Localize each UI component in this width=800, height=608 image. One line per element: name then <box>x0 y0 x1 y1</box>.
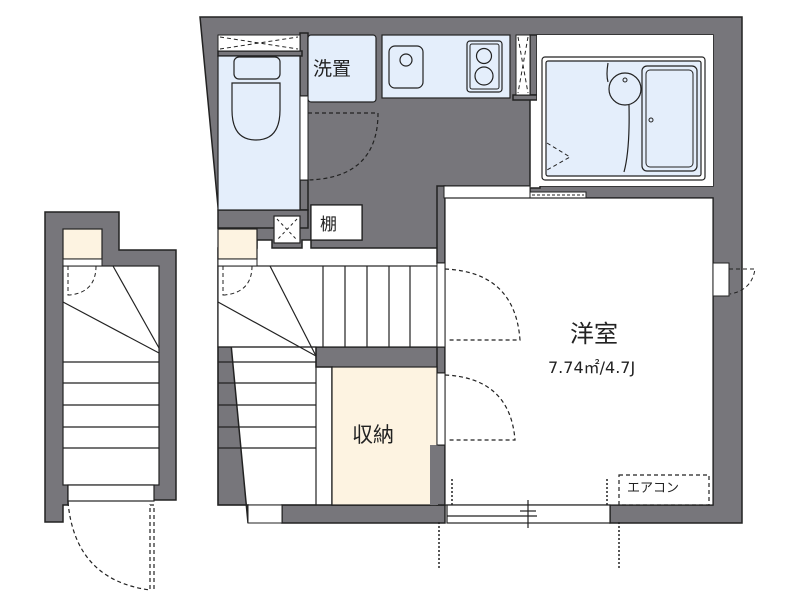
left-entry-threshold <box>67 484 155 502</box>
storage-door-swing <box>444 374 516 441</box>
vent-top-left <box>217 34 301 52</box>
vent-cross-icon <box>276 218 298 241</box>
room-name-washroom: 洗置 <box>313 58 352 80</box>
sink-icon <box>388 45 424 89</box>
burner-icon <box>475 47 493 65</box>
air-conditioner-box <box>618 474 710 506</box>
left-stair-door-swing <box>67 265 97 296</box>
left-stairs <box>62 265 160 486</box>
room-door-swing-1 <box>444 268 521 341</box>
wall-column-3 <box>436 444 446 506</box>
toilet-tank <box>233 56 281 80</box>
side-window <box>712 262 730 297</box>
storage-floor <box>331 366 438 506</box>
toilet-wash-wall-2 <box>299 179 309 211</box>
toilet-door-swing <box>307 112 379 181</box>
entry-door-swing <box>67 501 155 591</box>
wall-column-2 <box>436 346 446 374</box>
stair-window <box>247 504 283 524</box>
washer-space <box>307 34 377 103</box>
hall-threshold <box>443 185 531 199</box>
western-room-floor <box>444 197 714 506</box>
left-stair-landing <box>62 228 103 260</box>
bath-door-swing <box>546 142 571 171</box>
vent-cross-icon <box>517 36 529 94</box>
air-conditioner-label: エアコン <box>627 481 680 496</box>
room-name-western: 洋室 <box>570 320 618 348</box>
side-window-swing <box>729 268 756 295</box>
curtain-left <box>438 479 453 570</box>
stair-door-swing <box>222 265 253 296</box>
curtain-right <box>606 479 620 570</box>
door-jamb-1 <box>436 262 446 348</box>
main-stairs <box>217 265 438 348</box>
bath-left-wall <box>529 34 538 96</box>
toilet-wash-wall <box>299 32 309 97</box>
bathtub-icon <box>641 65 698 172</box>
room-name-shelf: 棚 <box>320 215 337 235</box>
washbasin-icon <box>608 72 642 106</box>
vent-cross-icon <box>219 36 299 50</box>
toilet-bowl-icon <box>231 82 281 141</box>
shelf-area <box>310 204 363 241</box>
sink-drain-icon <box>399 53 413 67</box>
bath-left-wall-2 <box>512 94 538 101</box>
burner-icon <box>474 66 494 86</box>
wall-bottom-mid <box>281 504 446 524</box>
wall-top-strip <box>217 50 303 57</box>
room-area-western: 7.74㎡/4.7J <box>548 358 636 377</box>
room-name-storage: 収納 <box>352 423 394 447</box>
stair-landing-fill <box>217 228 258 260</box>
door-jamb-2 <box>436 372 446 446</box>
